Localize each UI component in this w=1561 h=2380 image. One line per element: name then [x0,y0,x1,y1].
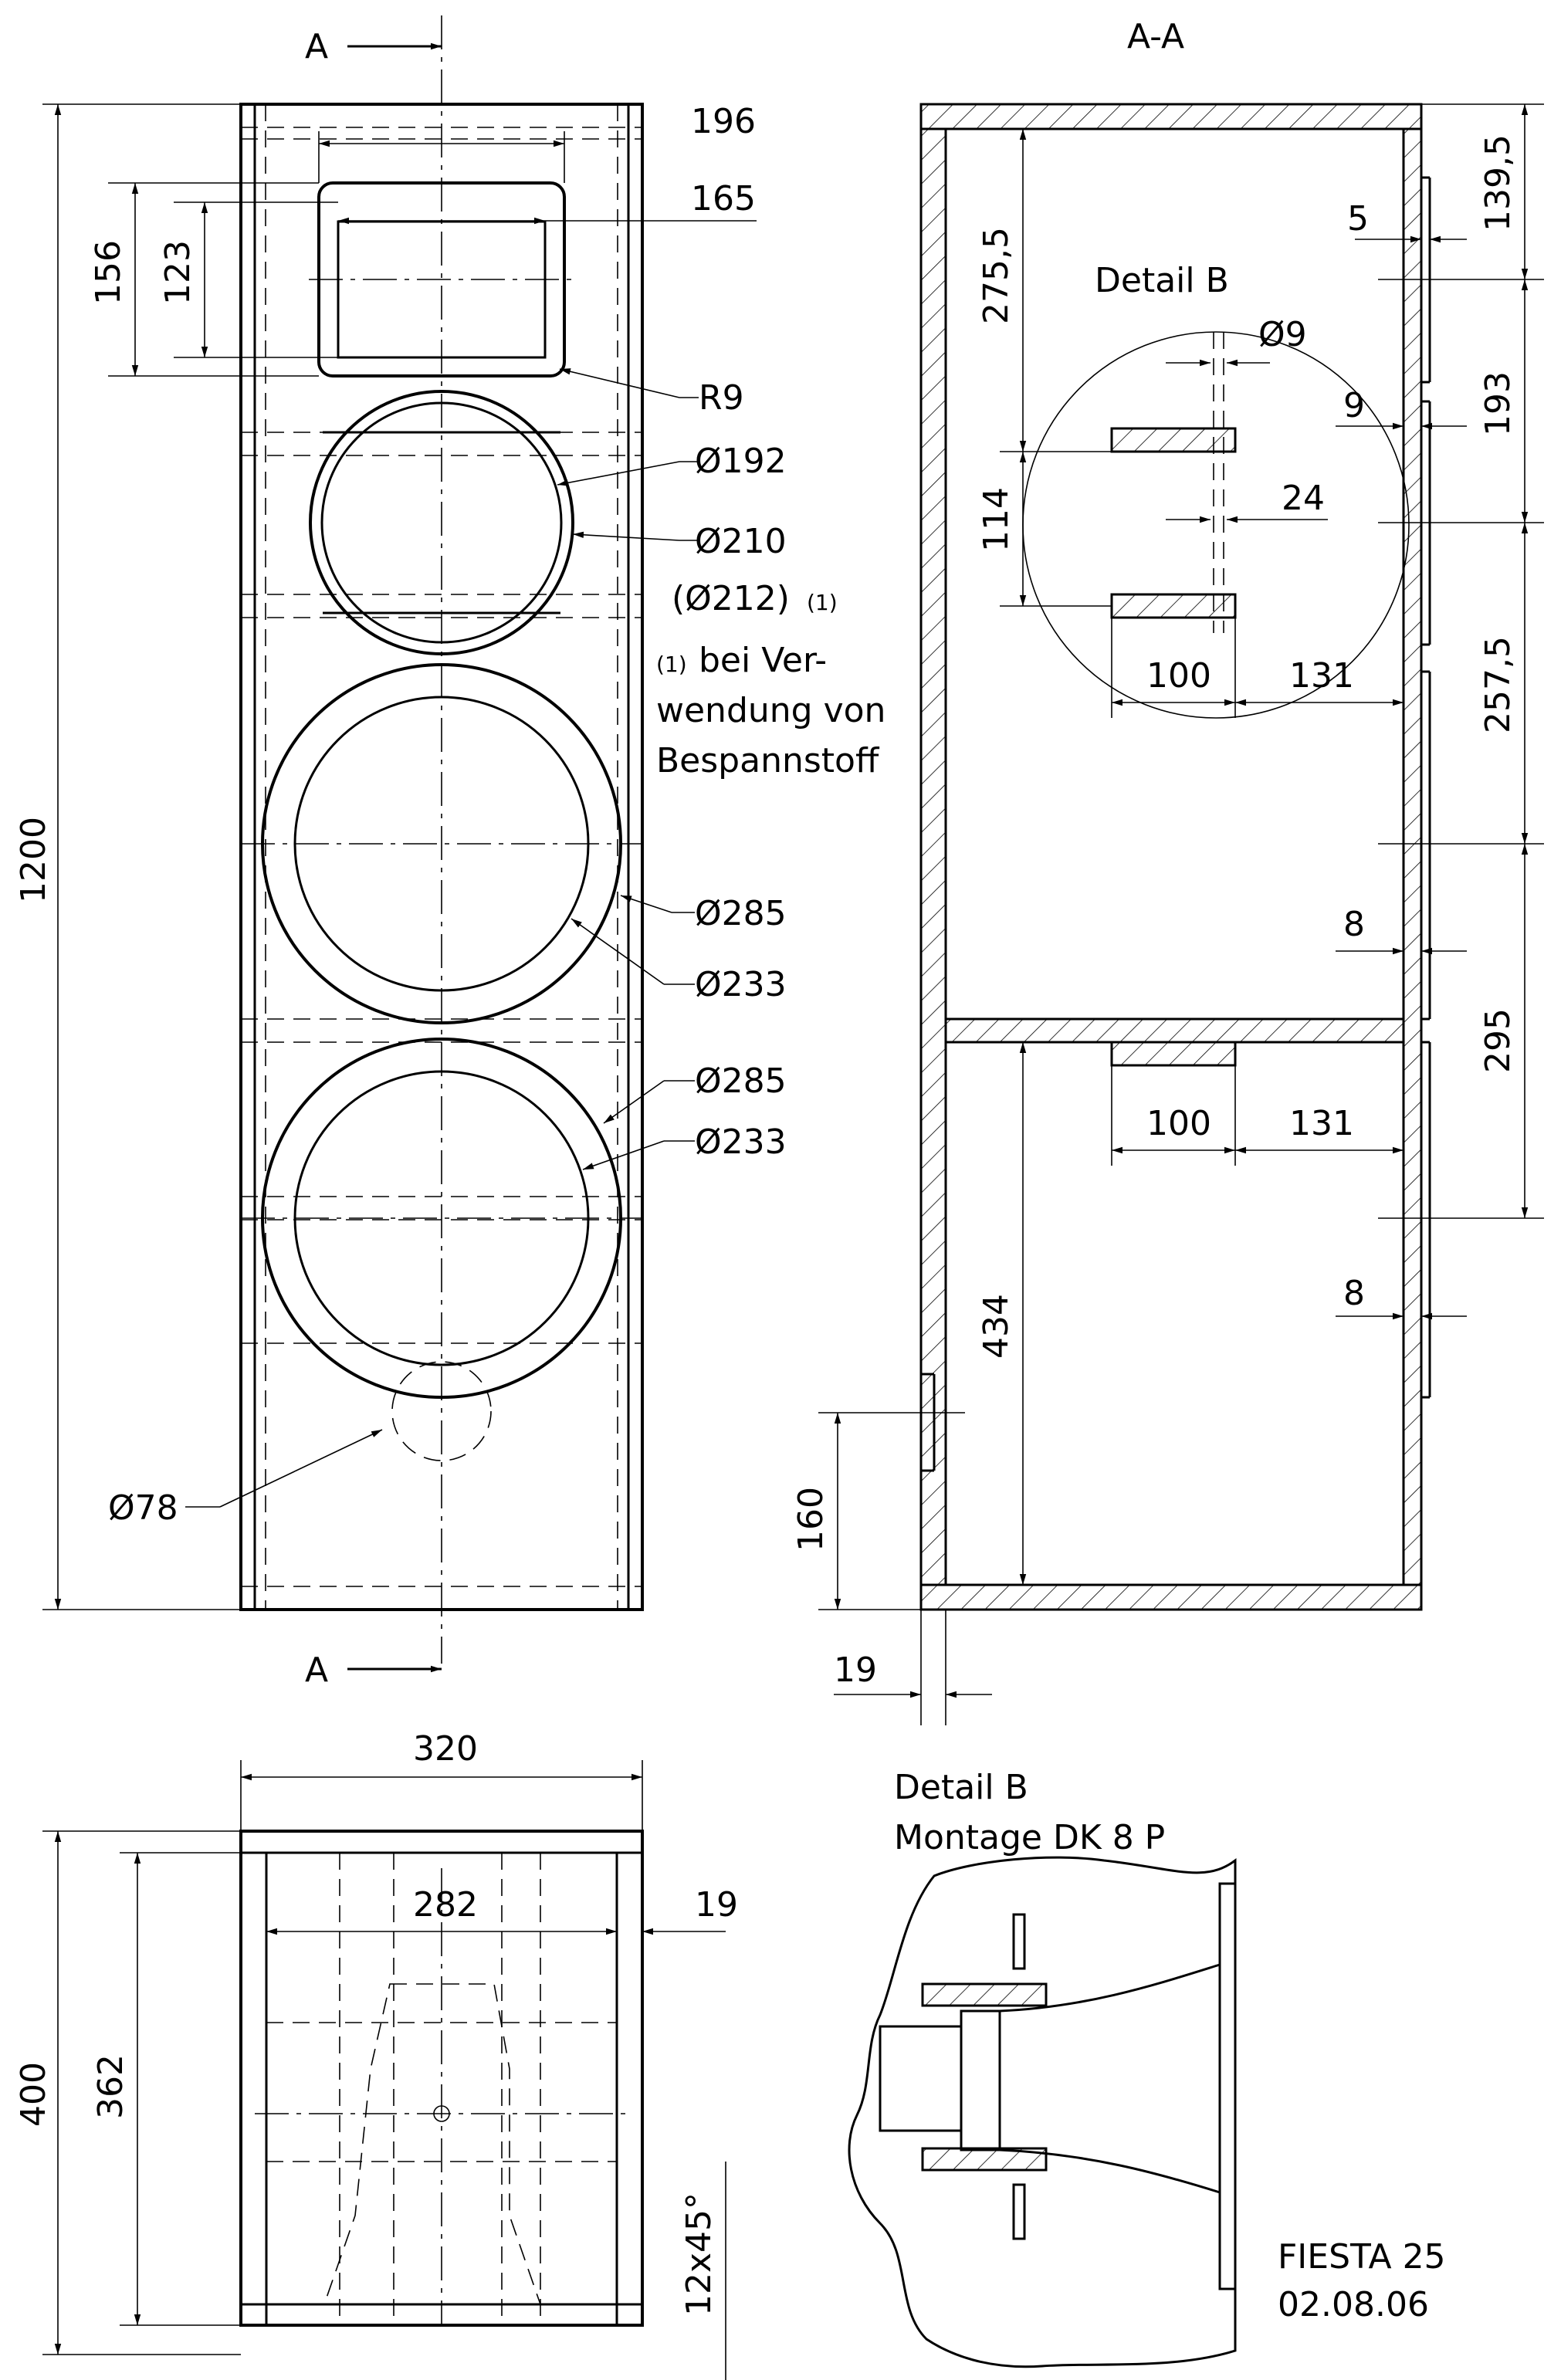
detail-b-label: Detail B [1095,261,1229,300]
dim-434-label: 434 [977,1294,1016,1359]
d233a-label: Ø233 [695,965,787,1004]
back-panel [919,127,947,1586]
dim-257-5-label: 257,5 [1478,636,1518,733]
d192-leader [557,461,680,486]
dim-100b-label: 100 [1146,1104,1211,1143]
r9-label: R9 [699,378,744,418]
woofer2-inner-circle [293,1070,590,1366]
dim-19-label: 19 [834,1650,877,1690]
d285b-label: Ø285 [695,1061,787,1101]
dim-1200-label: 1200 [14,817,53,903]
bottom-panel [919,1583,1423,1611]
bracket-lower [1110,593,1237,619]
detail-b-title: Detail B [894,1768,1028,1807]
d210-label: Ø210 [695,522,787,561]
d212-note-ref: (1) [807,590,838,615]
dim-8a-label: 8 [1343,905,1365,944]
dim-160-label: 160 [791,1487,831,1552]
section-view: A-A Detail B Ø9 [791,17,1544,1725]
d210-leader [572,531,680,541]
detail-b-view: Detail B Montage DK 8 P FIESTA 25 02.08.… [848,1768,1446,2368]
dim-295-label: 295 [1478,1008,1518,1073]
bracket-shelf [1110,1041,1237,1067]
front-view: A A 196 165 156 123 R9 Ø192 Ø210 (Ø212) [14,15,885,1690]
top-view: 320 282 19 400 362 12x45° [14,1729,738,2380]
dim-196-label: 196 [691,102,756,141]
d233b-leader [582,1140,665,1170]
midrange-inner-circle [320,401,563,644]
woofer2-outer-circle [261,1038,622,1399]
d78-leader [219,1429,383,1508]
dim-282-label: 282 [413,1885,478,1925]
detail-driver-plate [960,2009,1001,2151]
detail-baffle-strip [1218,1882,1237,2290]
detail-screw-upper [1012,1913,1026,1970]
dim-193-label: 193 [1478,371,1518,436]
dim-131a-label: 131 [1289,656,1354,696]
note-line1: bei Ver- [699,641,827,680]
bracket-upper [1110,427,1237,453]
woofer1-outer-circle [261,663,622,1024]
dim-123-label: 123 [158,240,198,305]
dim-19-top-label: 19 [695,1885,738,1925]
dim-24-label: 24 [1282,479,1325,518]
dim-165-label: 165 [691,179,756,218]
d233a-leader [571,918,665,985]
detail-bracket-upper [921,1982,1048,2007]
top-panel [919,103,1423,130]
dim-400-label: 400 [14,2062,53,2127]
dim-320-label: 320 [413,1729,478,1769]
dim-139-5-label: 139,5 [1478,134,1518,232]
detail-driver-magnet [879,2025,963,2132]
detail-b-subtitle: Montage DK 8 P [894,1818,1165,1857]
midrange-outer-circle [309,390,574,655]
internal-shelf [944,1017,1405,1044]
top-outline [239,1830,644,2327]
note-line2: wendung von [656,691,885,730]
r9-leader [559,368,680,398]
dim-275-5-label: 275,5 [977,227,1016,324]
title-label: FIESTA 25 [1278,2237,1446,2277]
dim-114-label: 114 [977,487,1016,552]
dim-9-label: 9 [1343,386,1365,425]
note-ref: (1) [656,652,687,677]
d78-label: Ø78 [108,1488,178,1528]
dim-100a-label: 100 [1146,656,1211,696]
front-baffle [1402,127,1423,1586]
d285b-leader [603,1080,665,1124]
date-label: 02.08.06 [1278,2285,1429,2324]
note-line3: Bespannstoff [656,741,880,780]
section-title: A-A [1127,17,1184,56]
section-label-bottom: A [305,1650,328,1690]
d233b-label: Ø233 [695,1122,787,1162]
dim-131b-label: 131 [1289,1104,1354,1143]
d285a-leader [620,895,672,913]
dim-9-dia-label: Ø9 [1258,315,1307,354]
d285a-label: Ø285 [695,894,787,933]
section-label-top: A [305,27,328,66]
detail-screw-lower [1012,2183,1026,2240]
chamfer-label: 12x45° [679,2192,719,2316]
dim-362-label: 362 [91,2054,130,2119]
d192-label: Ø192 [695,442,787,481]
dim-8b-label: 8 [1343,1274,1365,1313]
driver-hidden-profile [323,1983,542,2305]
dim-156-label: 156 [89,240,128,305]
woofer1-inner-circle [293,696,590,992]
d212-label: (Ø212) [672,579,790,618]
port-hidden-circle [391,1361,492,1461]
dim-5-label: 5 [1347,199,1369,239]
detail-b-break-outline [848,1856,1237,2368]
